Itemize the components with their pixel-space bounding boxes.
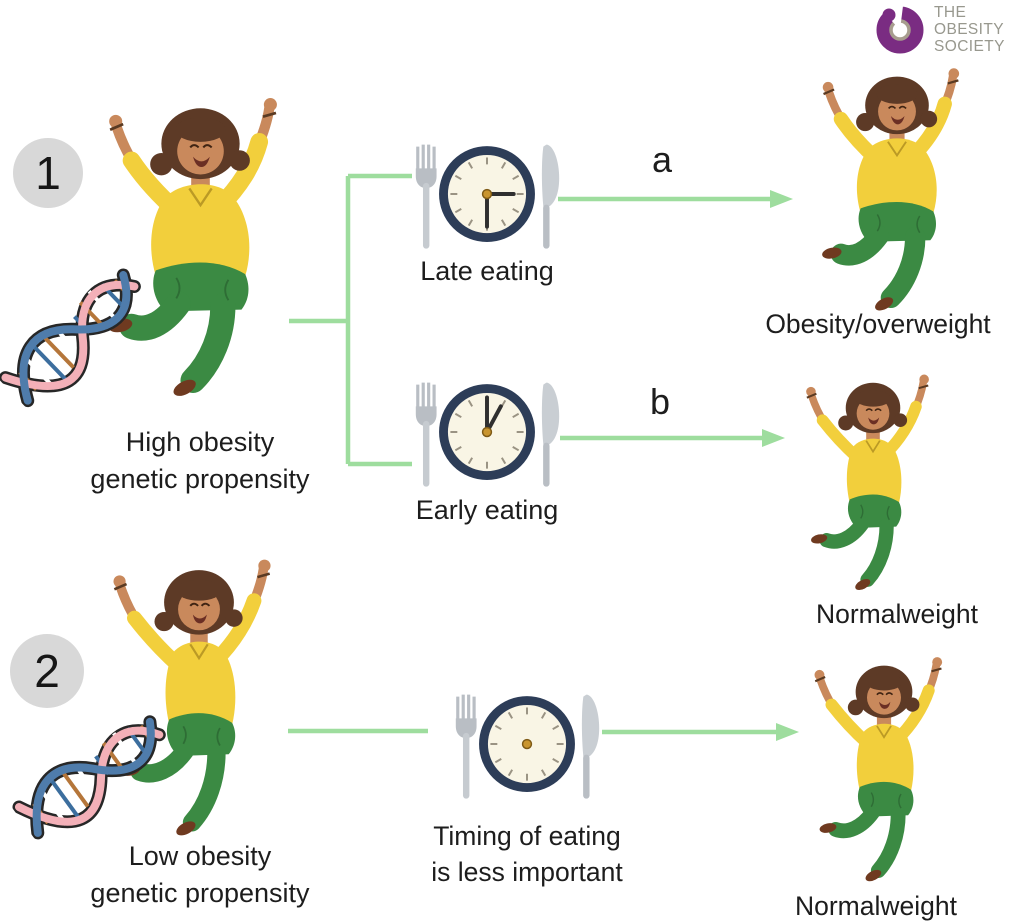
obesity-society-logo: THE OBESITY SOCIETY [872,2,1022,62]
branch-bracket [289,173,412,467]
obesity-overweight-label: Obesity/overweight [765,309,991,339]
normalweight-person-illustration [806,654,962,890]
normalweight-label-mid: Normalweight [815,599,978,629]
normalweight-label-bottom: Normalweight [794,891,957,921]
normalweight-person-illustration [798,372,948,598]
step-2-badge: 2 [10,634,84,708]
step-1-number: 1 [35,147,61,199]
arrow-b-label: b [649,381,671,422]
high-genetic-risk-person-illustration [98,90,303,408]
logo-line-society: SOCIETY [934,38,1005,55]
arrow-a-head [770,190,793,208]
step-2-number: 2 [34,645,60,697]
obesity-overweight-person-illustration [812,66,982,316]
late-eating-clock-icon [398,132,576,262]
step-1-badge: 1 [13,138,83,208]
arrow-a-label: a [651,139,673,180]
neutral-clock-icon [438,682,616,812]
obesity-society-logo-mark [876,2,924,54]
timing-arrow-head [776,723,799,741]
arrow-b-head [762,429,785,447]
late-eating-label: Late eating [420,256,554,286]
logo-line-the: THE [934,4,967,21]
low-genetic-propensity-label: Low obesity genetic propensity [90,841,310,908]
high-genetic-propensity-label: High obesity genetic propensity [90,427,310,494]
early-eating-clock-icon [398,370,576,500]
timing-less-important-label: Timing of eating is less important [431,821,623,887]
logo-line-obesity: OBESITY [934,21,1004,38]
early-eating-label: Early eating [415,495,559,525]
